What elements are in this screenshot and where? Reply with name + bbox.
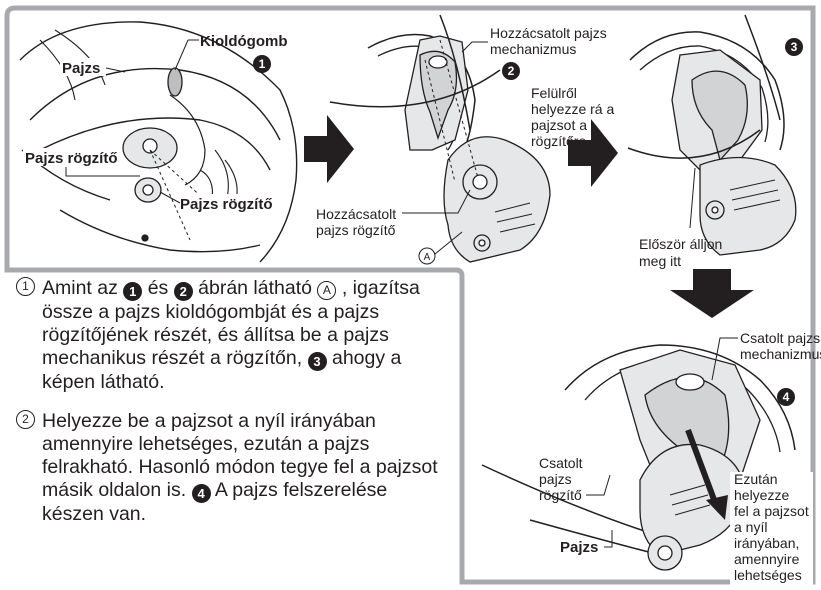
- attached-lock-label-1: Hozzácsatolt: [316, 206, 396, 222]
- shield-leader: [106, 68, 125, 72]
- then-label-2: helyezze: [734, 487, 789, 503]
- release-button-label: Kioldógomb: [200, 33, 287, 50]
- first-stop-leader: [690, 168, 695, 228]
- coupled-mech-label-1: Csatolt pajzs: [740, 330, 820, 346]
- step-1: 1 Amint az 1 és 2 ábrán látható A , igaz…: [8, 277, 448, 394]
- step-1-ref-1: 1: [123, 282, 142, 301]
- shield-lock-2-leader: [160, 192, 180, 203]
- instruction-steps: 1 Amint az 1 és 2 ábrán látható A , igaz…: [8, 277, 448, 542]
- then-label-7: lehetséges: [734, 567, 802, 583]
- arrow-down: [670, 269, 754, 318]
- then-label-1: Ezután: [734, 471, 778, 487]
- step-1-text-c: ábrán látható: [198, 277, 317, 299]
- then-label-4: a nyíl: [734, 519, 767, 535]
- then-label-5: irányában,: [734, 535, 799, 551]
- step-1-number: 1: [16, 277, 35, 296]
- coupled-lock-label-1: Csatolt: [539, 455, 583, 471]
- shield-bottom-leader: [604, 530, 612, 547]
- release-button-leader: [175, 40, 188, 70]
- lock-plate-4-illustration: [640, 444, 745, 570]
- arrow-right-1: [304, 115, 354, 183]
- attached-mech-label-2: mechanizmus: [490, 41, 576, 57]
- then-label-3: fel a pajzsot: [734, 503, 809, 519]
- badge-3-text: 3: [791, 40, 798, 54]
- step-1-text-b: és: [148, 277, 174, 299]
- shield-label: Pajzs: [62, 60, 100, 77]
- from-top-label-3: pajzsot a: [531, 117, 587, 133]
- coupled-mech-label-2: mechanizmus: [740, 346, 821, 362]
- marker-a-text: A: [424, 252, 431, 263]
- step-2: 2 Helyezze be a pajzsot a nyíl irányában…: [8, 410, 448, 526]
- badge-2-text: 2: [508, 64, 515, 78]
- step-2-ref-4: 4: [192, 484, 211, 503]
- badge-4-text: 4: [783, 390, 790, 404]
- attached-lock-label-2: pajzs rögzítő: [316, 222, 396, 238]
- first-stop-label-1: Először álljon: [639, 236, 722, 252]
- then-label-6: amennyire: [734, 551, 800, 567]
- shield-placed-illustration: [628, 15, 784, 170]
- step-1-marker-a: A: [317, 281, 336, 300]
- step-2-number: 2: [16, 410, 35, 429]
- from-top-label-2: helyezze rá a: [531, 101, 614, 117]
- first-stop-label-2: meg itt: [639, 253, 681, 269]
- coupled-lock-leader: [586, 475, 610, 495]
- attached-mech-label-1: Hozzácsatolt pajzs: [490, 25, 607, 41]
- lock-plate-illustration: [444, 137, 550, 262]
- from-top-label-1: Felülről: [531, 85, 577, 101]
- badge-1-text: 1: [259, 57, 266, 71]
- step-1-ref-2: 2: [174, 282, 193, 301]
- coupled-lock-label-2: pajzs: [539, 471, 572, 487]
- step-1-ref-3: 3: [308, 352, 327, 371]
- step-1-text-a: Amint az: [42, 277, 123, 299]
- attached-mech-leader: [462, 42, 488, 52]
- shield-lock-1-label: Pajzs rögzítő: [25, 150, 118, 167]
- shield-lock-1-leader: [66, 167, 140, 176]
- shield-lock-2-label: Pajzs rögzítő: [180, 196, 273, 213]
- shield-lock-illustration: [123, 68, 182, 241]
- shield-bottom-label: Pajzs: [560, 539, 598, 556]
- coupled-lock-label-3: rögzítő: [539, 487, 582, 503]
